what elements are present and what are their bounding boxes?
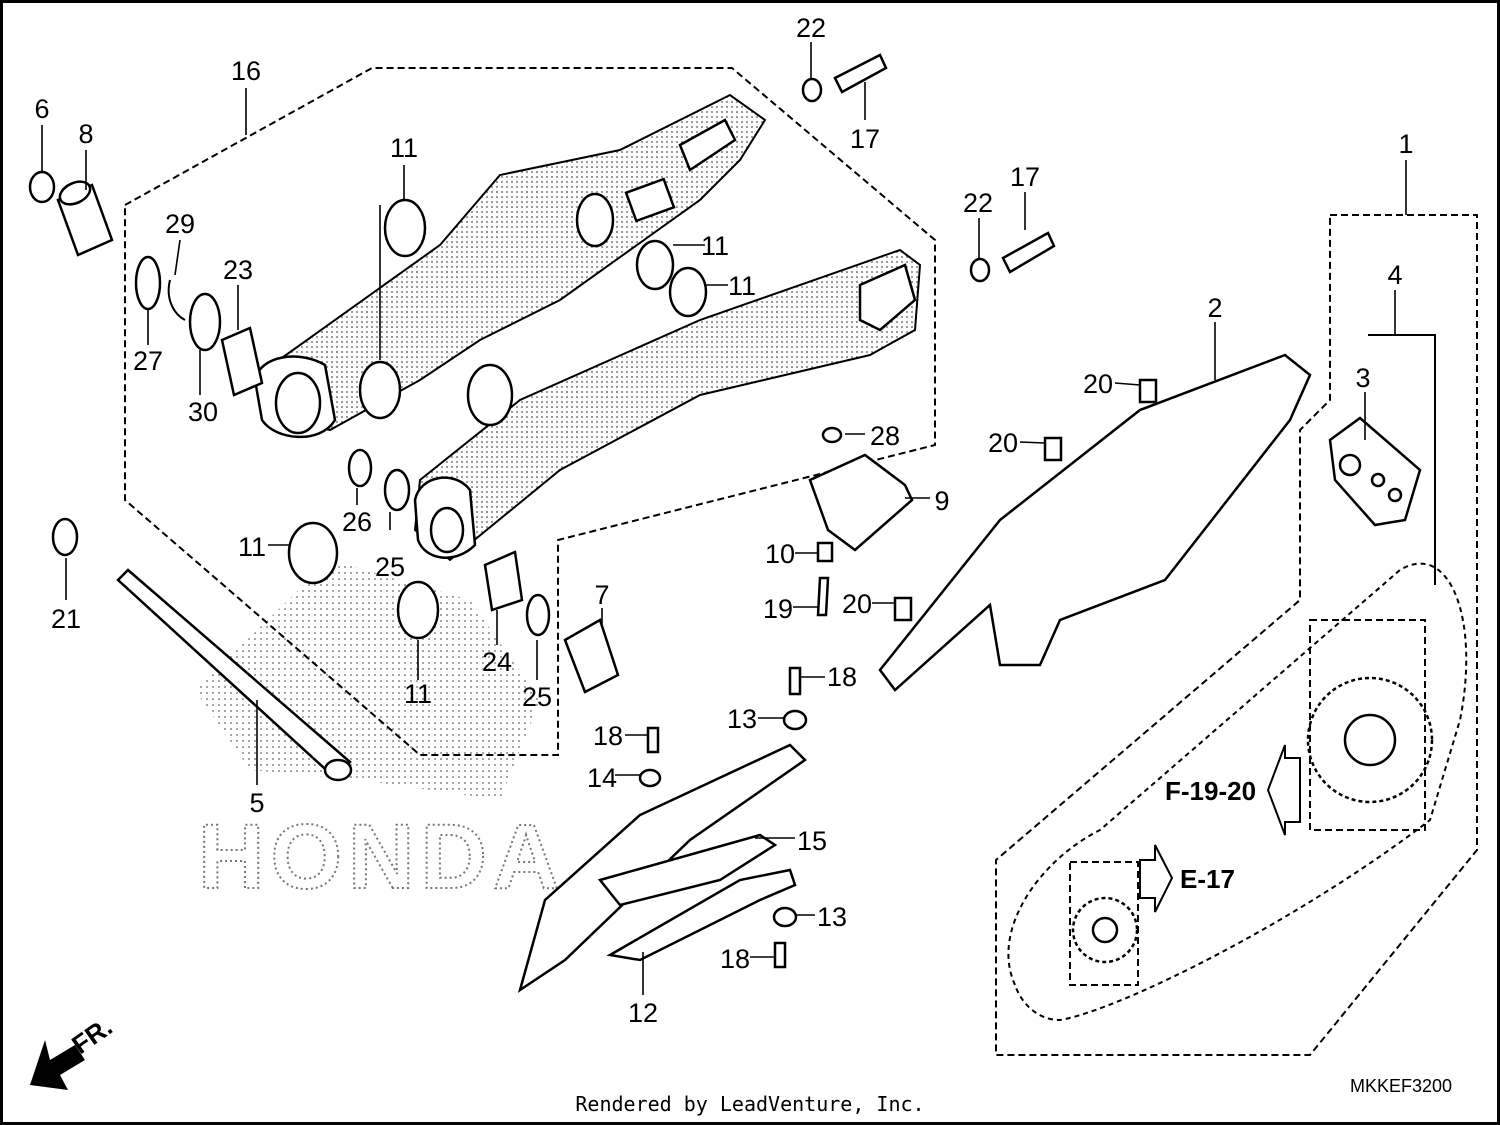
callout-25-b: 25 (522, 682, 552, 712)
callout-18-b: 18 (593, 721, 623, 751)
arrow-left-icon (1266, 744, 1301, 836)
callout-22-a: 22 (796, 13, 826, 43)
callout-20-b: 20 (988, 428, 1018, 458)
kit-outline (1368, 334, 1436, 585)
callout-20-a: 20 (1083, 369, 1113, 399)
swingarm (253, 93, 922, 562)
callout-11-c: 11 (728, 271, 756, 301)
reference-e-17[interactable]: E-17 (1180, 864, 1235, 894)
callout-19: 19 (763, 594, 793, 624)
front-arrow-icon: FR. (30, 1011, 118, 1090)
callout-30: 30 (188, 397, 218, 427)
callout-10: 10 (765, 539, 795, 569)
callout-3: 3 (1355, 363, 1370, 393)
diagram-code: MKKEF3200 (1350, 1076, 1452, 1096)
credit-text: Rendered by LeadVenture, Inc. (575, 1092, 925, 1116)
drive-sprocket-outline (1069, 861, 1139, 986)
callout-27: 27 (133, 346, 163, 376)
callout-11-d: 11 (238, 532, 266, 562)
callout-2: 2 (1207, 293, 1222, 323)
callout-29: 29 (165, 209, 195, 239)
callout-12: 12 (628, 998, 658, 1028)
callout-18-a: 18 (827, 662, 857, 692)
callout-11-a: 11 (390, 133, 418, 163)
callout-1: 1 (1398, 129, 1413, 159)
callout-labels: 1 2 3 4 5 6 7 8 9 10 11 11 11 11 11 12 1… (34, 13, 1413, 1028)
callout-18-c: 18 (720, 944, 750, 974)
callout-13-a: 13 (727, 704, 757, 734)
leader-lines (41, 42, 1141, 995)
callout-21: 21 (51, 604, 81, 634)
callout-28: 28 (870, 421, 900, 451)
callout-23: 23 (223, 255, 253, 285)
callout-24: 24 (482, 647, 512, 677)
part-shapes (28, 53, 1468, 1022)
callout-26: 26 (342, 507, 372, 537)
reference-f-19-20[interactable]: F-19-20 (1165, 776, 1256, 806)
callout-7: 7 (594, 580, 609, 610)
callout-15: 15 (797, 826, 827, 856)
callout-20-c: 20 (842, 589, 872, 619)
callout-22-b: 22 (963, 188, 993, 218)
callout-17-b: 17 (1010, 162, 1040, 192)
callout-13-b: 13 (817, 902, 847, 932)
swingarm-group-outline (124, 67, 936, 756)
callout-17-a: 17 (850, 124, 880, 154)
chain-group-outline (995, 214, 1478, 1056)
callout-11-e: 11 (404, 679, 432, 709)
honda-watermark-text: HONDA (198, 806, 565, 908)
callout-25-a: 25 (375, 552, 405, 582)
callout-8: 8 (78, 119, 93, 149)
rear-sprocket-outline (1309, 619, 1426, 831)
callout-5: 5 (249, 788, 264, 818)
callout-14: 14 (587, 763, 617, 793)
callout-9: 9 (934, 486, 949, 516)
callout-16: 16 (231, 56, 261, 86)
arrow-right-icon (1139, 844, 1174, 913)
honda-wing-logo (195, 560, 540, 800)
callout-6: 6 (34, 94, 49, 124)
callout-4: 4 (1387, 260, 1402, 290)
callout-11-b: 11 (701, 231, 729, 261)
